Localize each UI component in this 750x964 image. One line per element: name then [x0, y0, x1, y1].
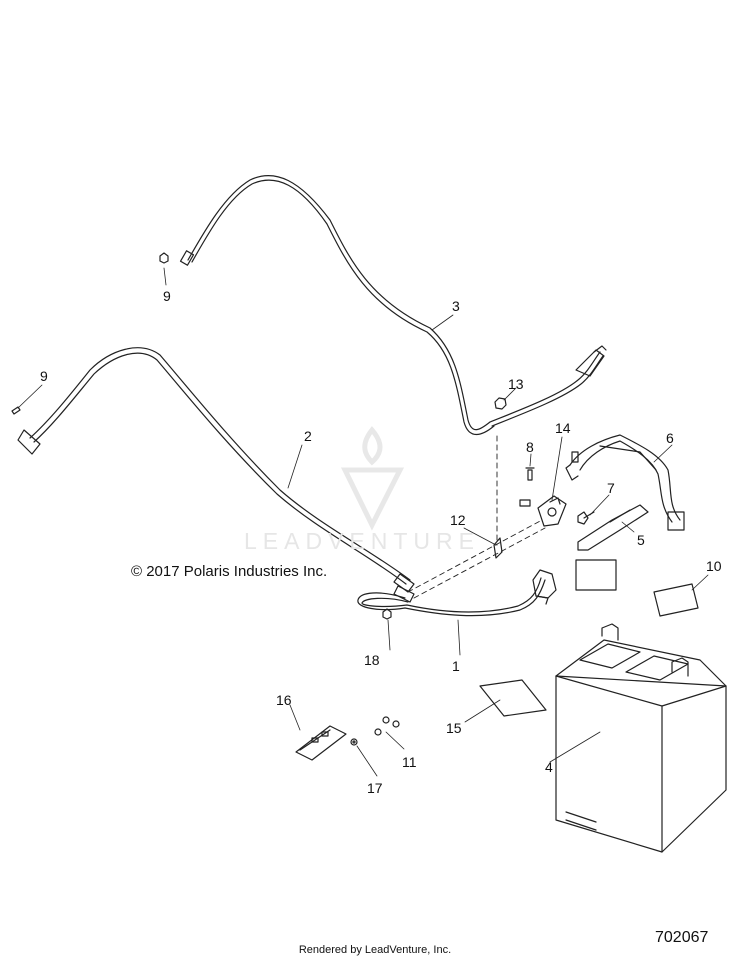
callout-6: 6	[666, 430, 674, 446]
figure-number: 702067	[655, 929, 709, 946]
callout-3: 3	[452, 298, 460, 314]
callout-16: 16	[276, 692, 292, 708]
callout-18: 18	[364, 652, 380, 668]
watermark-text: LEADVENTURE	[244, 528, 480, 554]
callout-15: 15	[446, 720, 462, 736]
bracket-5	[577, 504, 649, 551]
cable-2	[17, 347, 415, 593]
callout-4: 4	[545, 759, 553, 775]
hardware-11-17	[350, 716, 400, 746]
callout-1: 1	[452, 658, 460, 674]
cable-1	[357, 569, 557, 617]
bracket-12	[493, 537, 503, 559]
fuse-block-16	[295, 725, 347, 761]
leader-lines	[17, 267, 709, 777]
callout-14: 14	[555, 420, 571, 436]
callout-9-left: 9	[40, 368, 48, 384]
screw-9-left	[11, 406, 21, 415]
bolt-8	[519, 467, 535, 507]
battery-strap-6	[565, 434, 685, 531]
callout-8: 8	[526, 439, 534, 455]
callout-9-upper: 9	[163, 288, 171, 304]
copyright-notice: © 2017 Polaris Industries Inc.	[131, 563, 328, 580]
nut-9-upper	[159, 252, 169, 264]
callout-13: 13	[508, 376, 524, 392]
callout-5: 5	[637, 532, 645, 548]
cable-3	[179, 175, 607, 436]
pad-5	[575, 559, 617, 591]
callout-11: 11	[402, 754, 417, 770]
callout-17: 17	[367, 780, 383, 796]
pad-10	[653, 583, 699, 617]
relay-14	[537, 495, 567, 527]
assembly-lines	[407, 435, 546, 599]
nut-18	[382, 608, 392, 620]
callout-2: 2	[304, 428, 312, 444]
watermark-logo-icon	[340, 426, 405, 531]
battery-4	[555, 623, 727, 853]
callout-10: 10	[706, 558, 722, 574]
callout-7: 7	[607, 480, 615, 496]
callout-12: 12	[450, 512, 466, 528]
nut-13	[494, 397, 507, 410]
render-credit: Rendered by LeadVenture, Inc.	[298, 944, 452, 956]
pad-15	[479, 679, 547, 717]
